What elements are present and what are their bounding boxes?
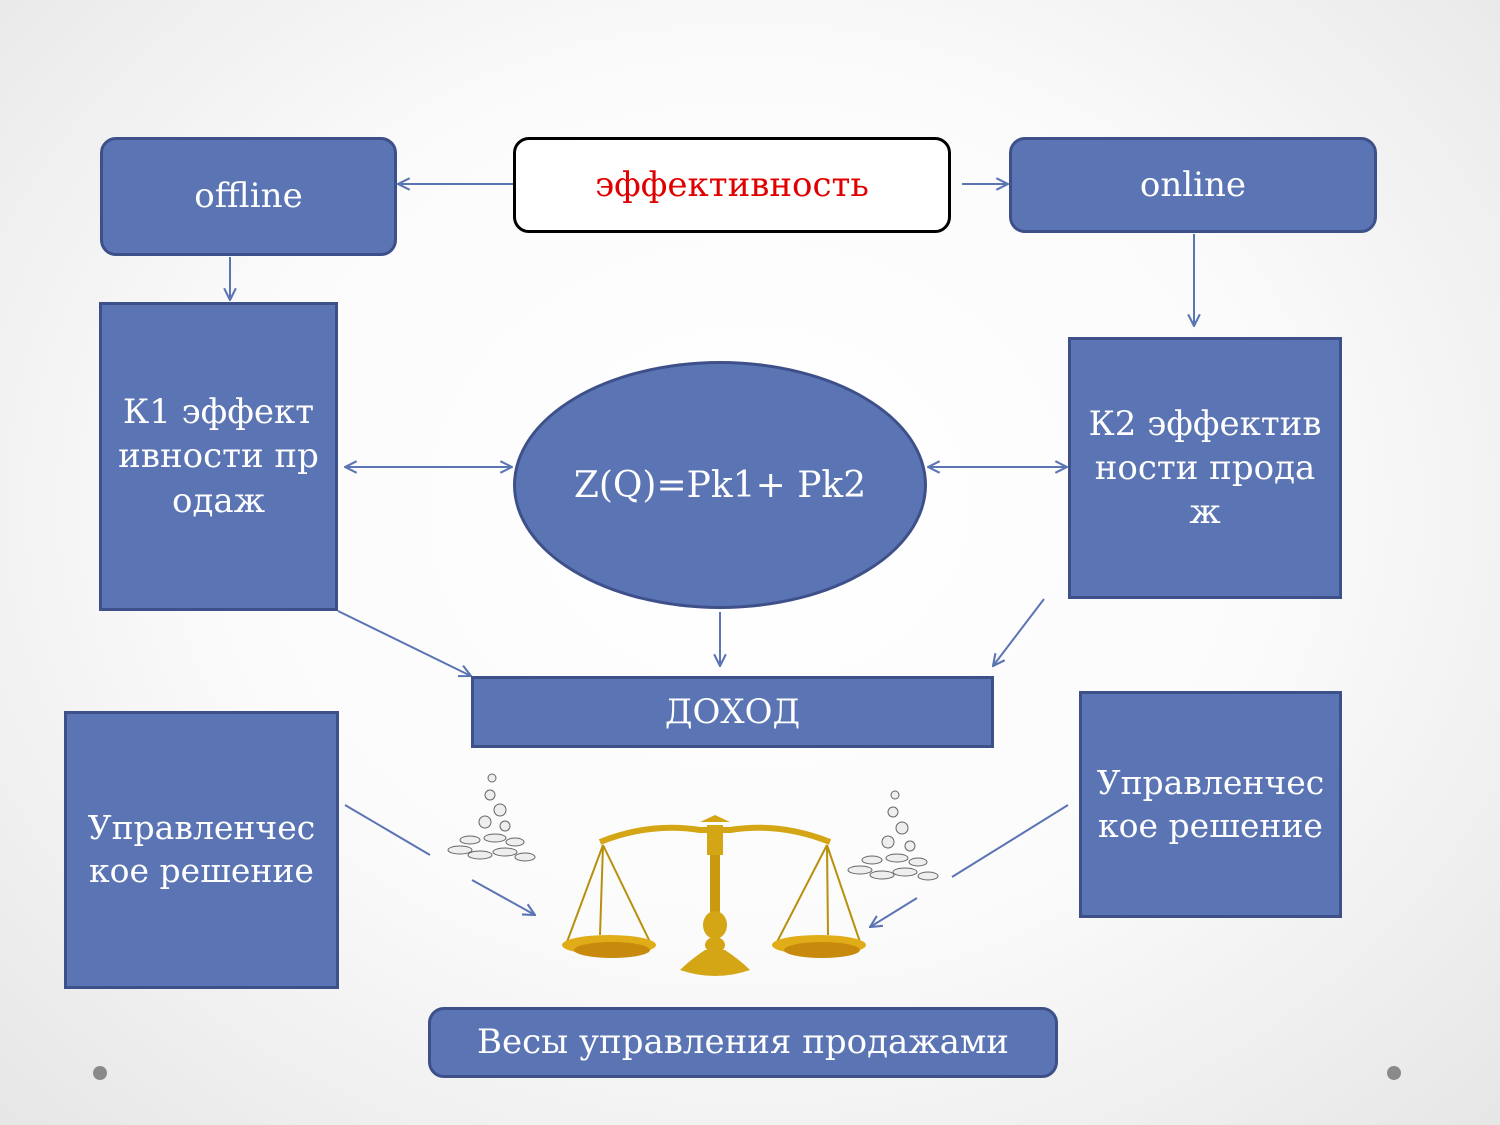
scales-label: Весы управления продажами bbox=[477, 1022, 1009, 1063]
decision-right-label: Управленческое решение bbox=[1096, 762, 1325, 845]
coins-right-icon bbox=[847, 790, 939, 881]
arrow-k2-income bbox=[993, 598, 1045, 666]
income-label: ДОХОД bbox=[664, 691, 801, 732]
slide-dot-left bbox=[93, 1066, 107, 1080]
line-left-decision bbox=[344, 804, 431, 856]
arrow-left-to-scales bbox=[471, 879, 535, 915]
coins-left-icon bbox=[447, 773, 536, 862]
efficiency-label: эффективность bbox=[595, 164, 869, 205]
decision-left-box: Управленческое решение bbox=[64, 711, 339, 989]
formula-label: Z(Q)=Pk1+ Pk2 bbox=[573, 464, 867, 506]
k2-box: К2 эффективности продаж bbox=[1068, 337, 1342, 599]
offline-box: offline bbox=[100, 137, 397, 256]
formula-ellipse: Z(Q)=Pk1+ Pk2 bbox=[513, 361, 927, 609]
efficiency-box: эффективность bbox=[513, 137, 951, 233]
k2-label: К2 эффективности продаж bbox=[1088, 403, 1322, 533]
offline-label: offline bbox=[194, 176, 303, 217]
scales-icon bbox=[562, 815, 866, 976]
scales-label-box: Весы управления продажами bbox=[428, 1007, 1058, 1078]
k1-box: К1 эффективности продаж bbox=[99, 302, 338, 611]
slide-dot-right bbox=[1387, 1066, 1401, 1080]
decision-right-box: Управленческое решение bbox=[1079, 691, 1342, 918]
line-right-decision bbox=[951, 804, 1069, 878]
arrow-right-to-scales bbox=[870, 897, 918, 927]
online-label: online bbox=[1139, 164, 1247, 205]
arrow-k1-income bbox=[337, 610, 471, 676]
k1-label: К1 эффективности продаж bbox=[118, 392, 319, 521]
online-box: online bbox=[1009, 137, 1377, 233]
income-box: ДОХОД bbox=[471, 676, 994, 748]
decision-left-label: Управленческое решение bbox=[87, 808, 316, 890]
